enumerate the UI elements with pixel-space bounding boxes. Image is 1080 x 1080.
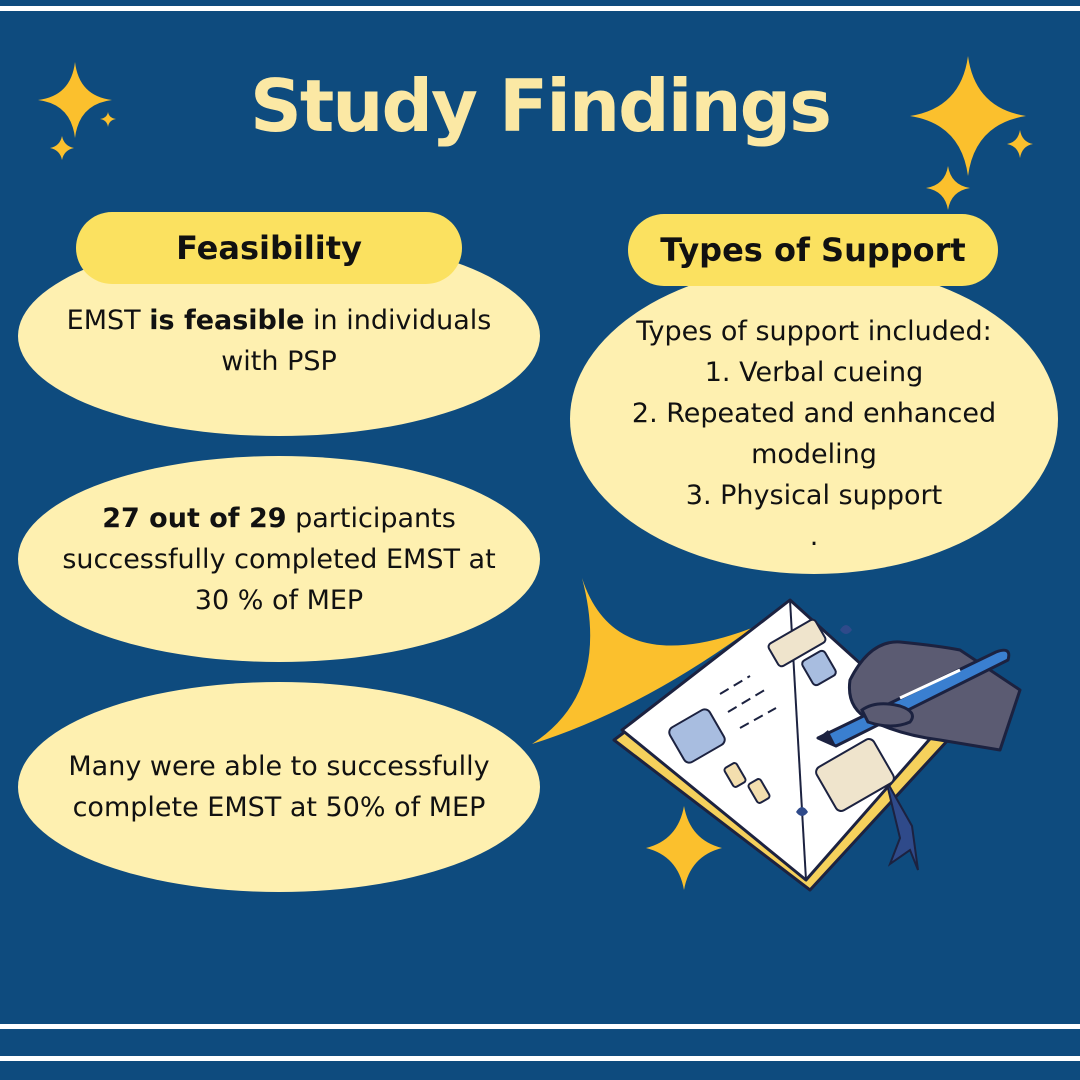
support-intro: Types of support included:	[636, 316, 992, 347]
top-border-line	[0, 6, 1080, 11]
feasibility-card-1-text: EMST is feasible in individuals with PSP	[66, 305, 492, 377]
feasibility-heading-label: Feasibility	[176, 229, 362, 267]
feasibility-heading: Feasibility	[76, 212, 462, 284]
support-item: .	[809, 521, 819, 552]
support-item: 1. Verbal cueing	[704, 357, 924, 388]
support-heading: Types of Support	[628, 214, 998, 286]
feasibility-card-2: 27 out of 29 participants successfully c…	[18, 456, 540, 662]
feasibility-card-3-text: Many were able to successfully complete …	[68, 751, 490, 823]
support-item: 2. Repeated and enhanced	[631, 398, 997, 429]
page-title: Study Findings	[249, 64, 832, 148]
support-card: Types of support included: 1. Verbal cue…	[570, 264, 1058, 574]
feasibility-card-2-text: 27 out of 29 participants successfully c…	[62, 502, 496, 616]
feasibility-card-3: Many were able to successfully complete …	[18, 682, 540, 892]
support-list: Types of support included: 1. Verbal cue…	[632, 311, 996, 557]
support-item: 3. Physical support	[685, 480, 943, 511]
support-heading-label: Types of Support	[660, 231, 966, 269]
bottom-border-line-1	[0, 1024, 1080, 1029]
bottom-border-line-2	[0, 1056, 1080, 1061]
notebook-writing-hand-icon	[612, 598, 1022, 892]
support-item: modeling	[751, 439, 877, 470]
